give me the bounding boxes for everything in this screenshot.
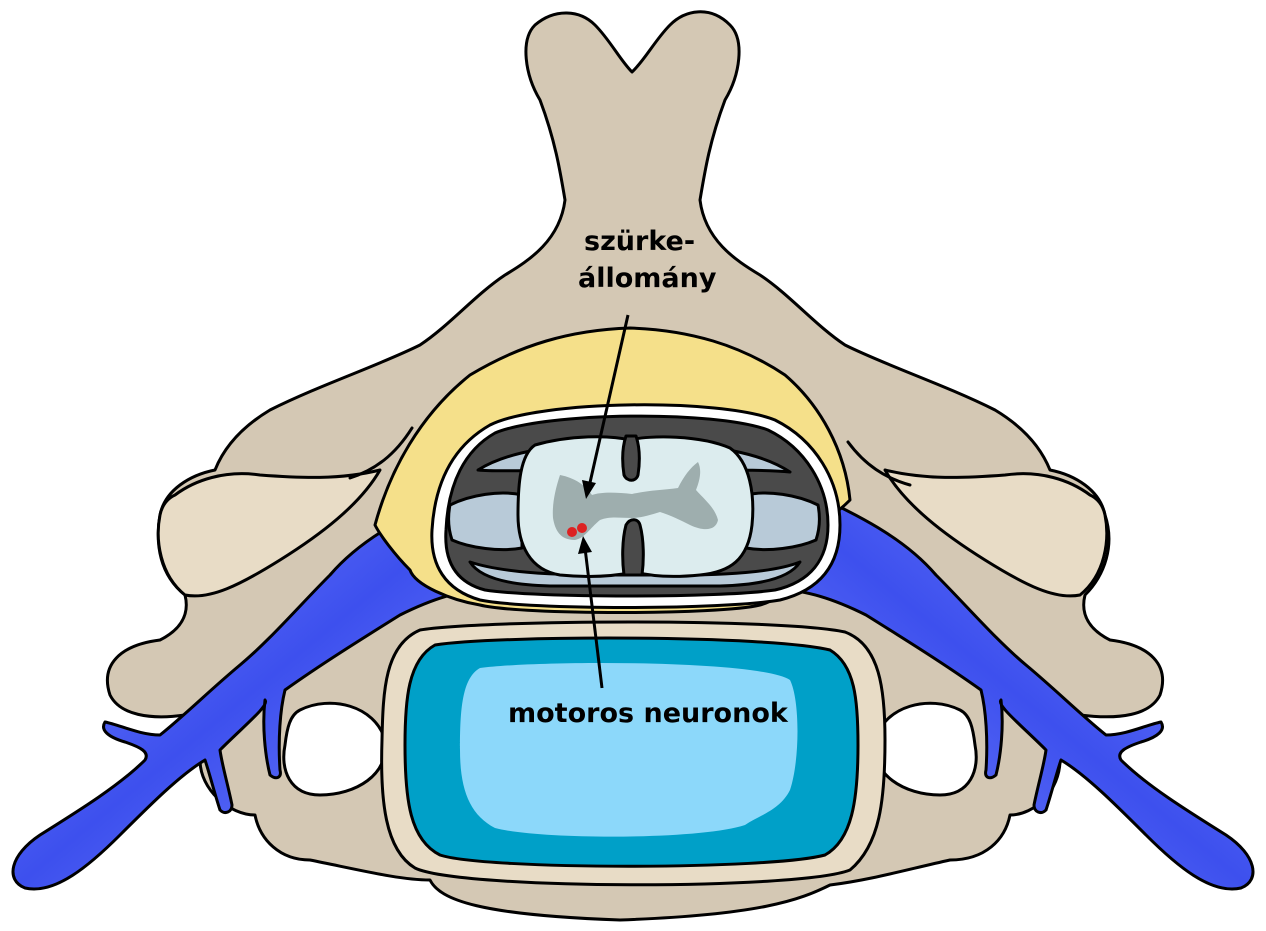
motor-neuron-dot-2 <box>577 523 587 533</box>
left-spinal-nerve <box>11 498 487 891</box>
left-transverse-foramen <box>282 701 387 797</box>
right-meninges-band <box>744 491 821 552</box>
right-spinal-nerve <box>779 498 1255 891</box>
motor-neurons-label: motoros neuronok <box>508 698 789 729</box>
left-facet-line <box>348 426 414 480</box>
motor-neuron-dot-1 <box>567 527 577 537</box>
right-facet-line <box>846 440 912 487</box>
grey-matter-label-line1: szürke- <box>584 226 695 257</box>
motor-neuron-arrow-line <box>583 547 604 689</box>
left-transverse-process <box>156 468 382 598</box>
grey-matter <box>552 462 718 540</box>
right-transverse-foramen <box>873 701 978 797</box>
motor-neuron-arrowhead <box>578 536 592 554</box>
right-transverse-process <box>883 468 1109 598</box>
grey-matter-label-line2: állomány <box>578 263 717 294</box>
disc-nucleus <box>460 663 798 837</box>
grey-matter-arrow-line <box>587 314 630 488</box>
left-meninges-band <box>447 491 524 552</box>
grey-matter-arrowhead <box>582 480 596 499</box>
ventral-median-fissure <box>621 518 645 577</box>
dorsal-median-sulcus <box>621 434 641 482</box>
